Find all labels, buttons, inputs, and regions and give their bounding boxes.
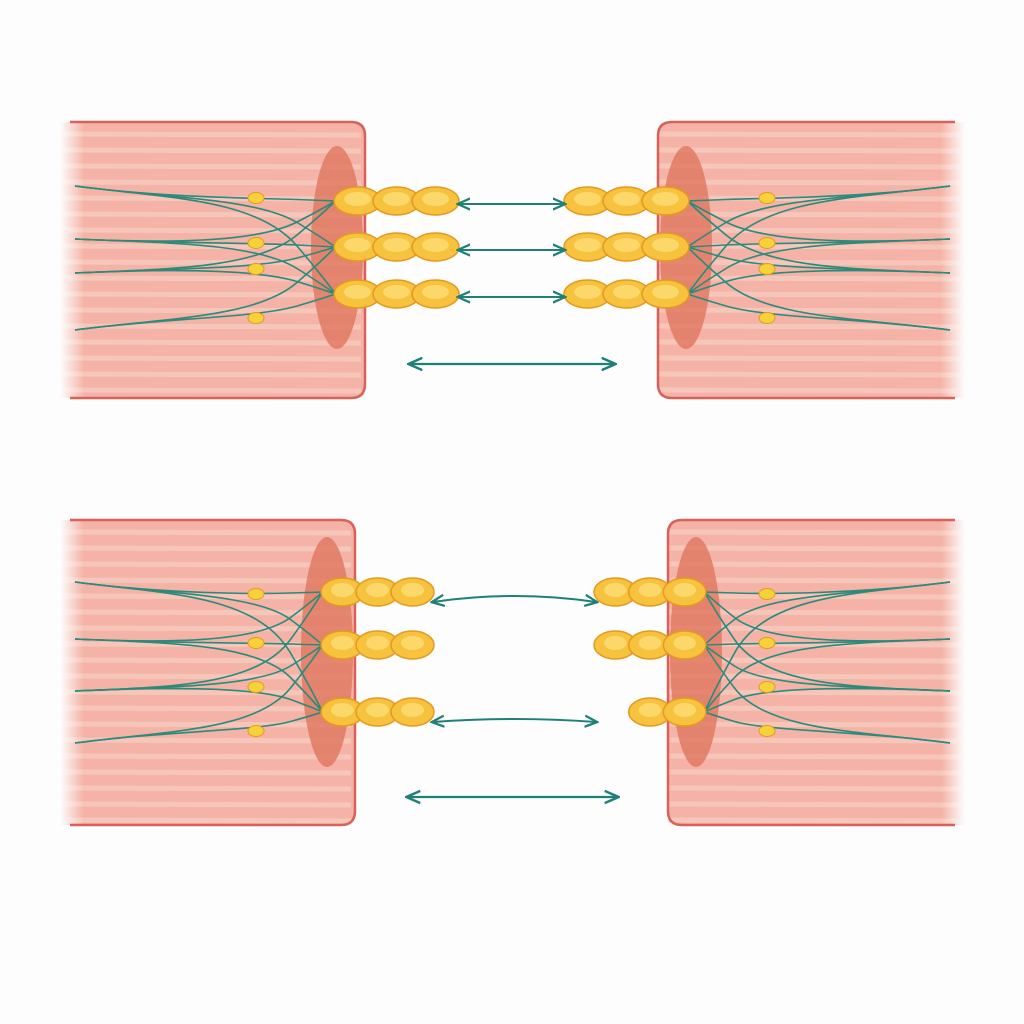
fiber	[701, 638, 951, 713]
fiber	[74, 687, 326, 713]
bead-highlight	[604, 636, 627, 650]
bead-highlight	[652, 238, 679, 252]
right-protein-chain	[563, 279, 690, 309]
right-tissue-block	[666, 518, 966, 827]
right-protein-chain	[627, 697, 707, 727]
fiber-node	[247, 312, 265, 324]
bead-highlight	[366, 703, 389, 717]
fiber	[74, 238, 339, 295]
bead-highlight	[422, 192, 449, 206]
bead-highlight	[401, 703, 424, 717]
fiber-node	[247, 192, 265, 204]
tension-line	[433, 719, 596, 722]
bead-highlight	[613, 285, 640, 299]
left-protein-chain	[333, 232, 460, 262]
fiber	[74, 581, 326, 713]
bead-highlight	[383, 285, 410, 299]
fiber	[701, 687, 951, 713]
left-tissue-block	[59, 120, 367, 400]
right-protein-chain	[593, 630, 707, 660]
bead-highlight	[652, 285, 679, 299]
bead-highlight	[344, 285, 371, 299]
bead-highlight	[366, 636, 389, 650]
bead-highlight	[638, 636, 662, 650]
fiber	[74, 293, 339, 331]
left-protein-chain	[333, 186, 460, 216]
fiber-node	[247, 237, 265, 249]
panel-disrupted	[59, 518, 966, 827]
tissue-border	[666, 518, 955, 827]
tissue-border	[70, 518, 357, 827]
fiber-node	[247, 637, 265, 649]
bead-highlight	[613, 192, 640, 206]
bead-highlight	[331, 636, 354, 650]
bead-highlight	[613, 238, 640, 252]
bead-highlight	[673, 636, 697, 650]
panel-intact	[59, 120, 966, 400]
bead-highlight	[574, 238, 601, 252]
fiber	[684, 269, 951, 295]
fiber	[74, 185, 339, 295]
bead-highlight	[422, 285, 449, 299]
fiber	[74, 269, 339, 295]
fiber-node	[758, 681, 776, 693]
bead-highlight	[344, 192, 371, 206]
fiber-node	[758, 637, 776, 649]
fiber	[701, 711, 951, 744]
fiber-node	[758, 263, 776, 275]
tension-line	[433, 596, 596, 602]
bead-highlight	[366, 583, 389, 597]
bead-highlight	[574, 285, 601, 299]
bead-highlight	[604, 583, 627, 597]
left-protein-chain	[320, 630, 435, 660]
right-tissue-block	[656, 120, 966, 400]
bead-highlight	[331, 583, 354, 597]
fiber	[74, 711, 326, 744]
bead-highlight	[401, 583, 424, 597]
fiber-node	[758, 725, 776, 737]
bead-highlight	[652, 192, 679, 206]
left-protein-chain	[320, 577, 435, 607]
bead-highlight	[422, 238, 449, 252]
bead-highlight	[574, 192, 601, 206]
fiber-node	[758, 192, 776, 204]
fiber-node	[758, 588, 776, 600]
bead-highlight	[344, 238, 371, 252]
bead-highlight	[383, 192, 410, 206]
fiber	[684, 293, 951, 331]
fiber-node	[247, 263, 265, 275]
bead-highlight	[638, 583, 662, 597]
left-protein-chain	[320, 697, 435, 727]
left-tissue-block	[59, 518, 357, 827]
right-protein-chain	[563, 186, 690, 216]
bead-highlight	[638, 703, 662, 717]
fiber	[684, 238, 951, 295]
left-protein-chain	[333, 279, 460, 309]
bead-highlight	[383, 238, 410, 252]
fiber-node	[758, 312, 776, 324]
fiber	[701, 581, 951, 713]
bead-highlight	[673, 703, 697, 717]
fiber-node	[247, 681, 265, 693]
right-protein-chain	[593, 577, 707, 607]
fiber	[684, 185, 951, 295]
bead-highlight	[331, 703, 354, 717]
fiber-node	[247, 588, 265, 600]
fiber	[74, 638, 326, 713]
fiber-node	[247, 725, 265, 737]
fiber-node	[758, 237, 776, 249]
bead-highlight	[401, 636, 424, 650]
bead-highlight	[673, 583, 697, 597]
right-protein-chain	[563, 232, 690, 262]
